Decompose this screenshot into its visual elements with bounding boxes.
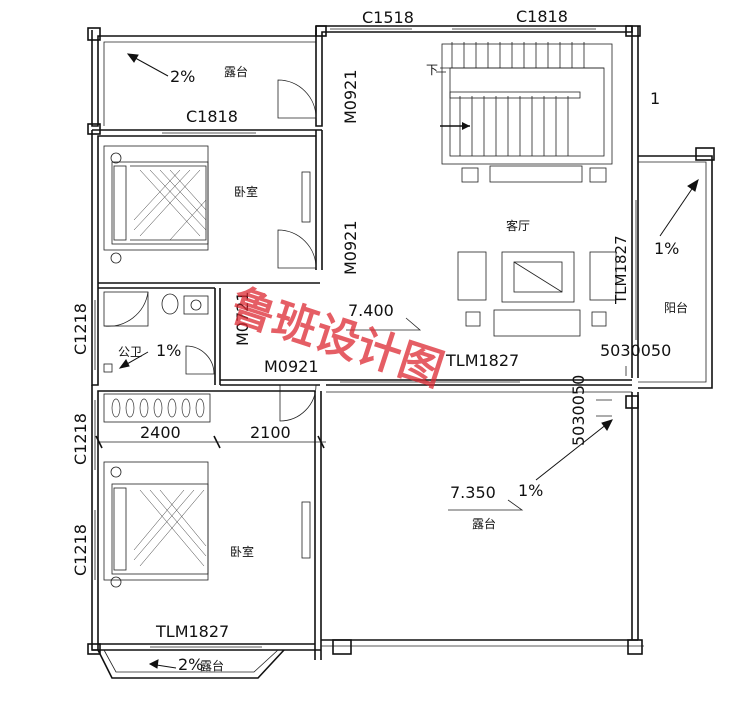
slope-label-bathroom: 1%: [156, 341, 181, 360]
door-label-m0721: M0721: [233, 291, 252, 346]
slope-label-terrace-top: 2%: [170, 67, 195, 86]
door-label-m0921-mid: M0921: [341, 220, 360, 275]
room-label-living-room: 客厅: [506, 218, 530, 233]
room-label-terrace-top: 露台: [224, 64, 248, 79]
elevation-marks: [346, 317, 524, 511]
door-label-5030050-horizontal: 5030050: [600, 341, 671, 360]
elevation-label-floor: 7.400: [348, 301, 394, 320]
outer-walls: [87, 25, 715, 679]
watermark-text: 鲁班设计图: [225, 280, 450, 396]
dimension-label-2100: 2100: [250, 423, 291, 442]
door-label-m0921-low: M0921: [264, 357, 319, 376]
window-label-c1218-c: C1218: [71, 524, 90, 576]
window-label-c1818-bed: C1818: [186, 107, 238, 126]
window-label-tlm1827-mid: TLM1827: [445, 351, 519, 370]
dimension-label-2400: 2400: [140, 423, 181, 442]
slope-label-terrace-bottom: 2%: [178, 655, 203, 674]
elevation-label-terrace: 7.350: [450, 483, 496, 502]
door-label-5030050-vertical: 5030050: [569, 375, 588, 446]
slope-arrows: [118, 53, 699, 669]
stair-down-label: 下: [426, 63, 438, 77]
room-label-bedroom-top: 卧室: [234, 184, 258, 199]
window-label-c1818-top: C1818: [516, 7, 568, 26]
window-label-c1518: C1518: [362, 8, 414, 27]
window-marks: [94, 28, 637, 648]
window-label-tlm1827-bottom: TLM1827: [155, 622, 229, 641]
slope-label-terrace-big: 1%: [518, 481, 543, 500]
room-label-bathroom: 公卫: [118, 345, 142, 359]
door-label-m0921-top: M0921: [341, 69, 360, 124]
furniture: [103, 145, 617, 588]
slope-label-balcony: 1%: [654, 239, 679, 258]
dimension-line: [95, 435, 326, 449]
doors: [185, 79, 627, 422]
room-label-bedroom-bottom: 卧室: [230, 544, 254, 559]
room-label-balcony: 阳台: [664, 300, 688, 315]
stair-mark-label: 1: [650, 89, 660, 108]
room-label-terrace-bottom: 露台: [200, 658, 224, 673]
window-label-c1218-b: C1218: [71, 413, 90, 465]
room-label-terrace-big: 露台: [472, 516, 496, 531]
window-label-tlm1827-right: TLM1827: [612, 235, 630, 305]
labels: C1518 C1818 C1818 C1218 C1218 C1218 TLM1…: [71, 7, 688, 674]
staircase: [436, 42, 613, 183]
window-label-c1218-a: C1218: [71, 303, 90, 355]
